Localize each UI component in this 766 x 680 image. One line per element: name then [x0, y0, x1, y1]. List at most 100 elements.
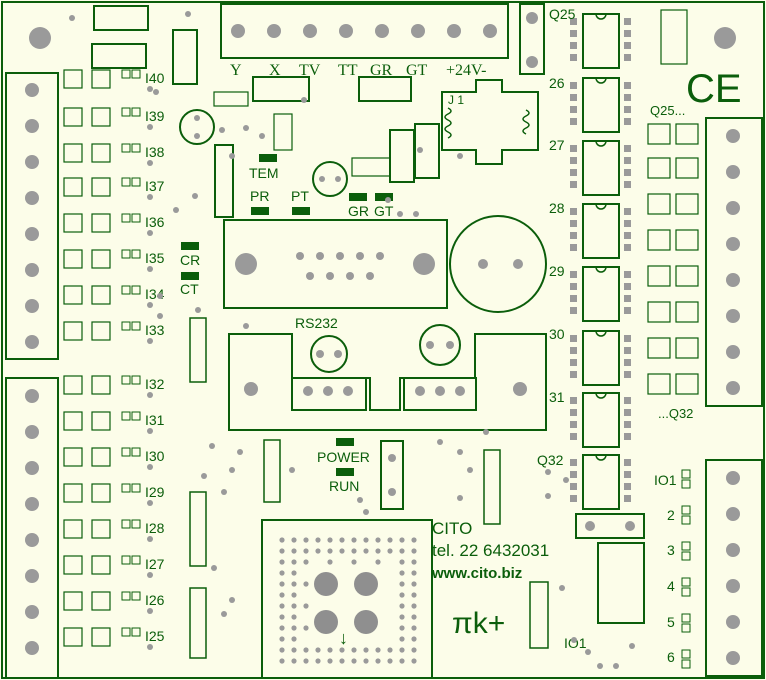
- via: [483, 429, 489, 435]
- smd-pad: [681, 505, 691, 515]
- socket-pin: [315, 658, 321, 664]
- smd-pad: [647, 373, 671, 395]
- via: [457, 153, 463, 159]
- smd-pad: [91, 177, 111, 197]
- socket-pin: [399, 658, 405, 664]
- terminal-pin: [25, 497, 39, 511]
- socket-pin: [363, 647, 369, 653]
- capacitor: [419, 324, 461, 366]
- smd-pad: [681, 577, 691, 587]
- smd-pad: [570, 181, 577, 188]
- smd-pad: [647, 337, 671, 359]
- terminal-pin: [25, 389, 39, 403]
- smd-pad: [121, 483, 131, 493]
- top-connector: [220, 3, 509, 59]
- smd-pad: [121, 285, 131, 295]
- smd-pad: [570, 271, 577, 278]
- via: [301, 97, 307, 103]
- io-label-5: 5: [667, 614, 675, 630]
- smd-pad: [121, 375, 131, 385]
- input-label: I30: [145, 448, 165, 464]
- terminal-pin: [25, 569, 39, 583]
- label-ct: CT: [180, 281, 199, 297]
- via: [597, 663, 603, 669]
- smd-pad: [570, 371, 577, 378]
- smd-pad: [675, 193, 699, 215]
- capacitor-large: [449, 215, 547, 313]
- via: [221, 611, 227, 617]
- top-connector-label-x: X: [269, 62, 281, 79]
- right-terminal-pins: [726, 129, 740, 665]
- smd-pad: [675, 123, 699, 145]
- socket-pin: [279, 559, 285, 565]
- smd-pad: [121, 249, 131, 259]
- smd-pad: [570, 169, 577, 176]
- smd-pad: [624, 397, 631, 404]
- smd-pad: [675, 301, 699, 323]
- smd-pad: [63, 177, 83, 197]
- socket-pin: [399, 625, 405, 631]
- smd-pad: [63, 411, 83, 431]
- socket-pin: [351, 537, 357, 543]
- smd-pad: [121, 107, 131, 117]
- terminal-pin: [726, 579, 740, 593]
- cpu-orientation-arrow: ↓: [339, 628, 348, 648]
- smd-pad: [63, 321, 83, 341]
- output-label-26: 26: [549, 75, 565, 91]
- socket-pin: [291, 581, 297, 587]
- smd-pad: [570, 495, 577, 502]
- socket-pin: [399, 592, 405, 598]
- socket-pin: [279, 537, 285, 543]
- terminal-pin: [25, 641, 39, 655]
- via: [363, 509, 369, 515]
- via: [69, 15, 75, 21]
- smd-pad: [624, 483, 631, 490]
- output-block-bottom-label: ...Q32: [658, 406, 693, 421]
- label-pt: PT: [291, 188, 309, 204]
- relay-marker: J 1: [448, 93, 464, 107]
- socket-pin: [387, 658, 393, 664]
- smd-pad: [570, 82, 577, 89]
- smd-pad: [570, 459, 577, 466]
- right-terminal-block-lower: [705, 459, 763, 677]
- via: [357, 497, 363, 503]
- connector-pin: [411, 24, 425, 38]
- via: [153, 89, 159, 95]
- left-terminal-pins: [25, 83, 39, 655]
- smd-pad: [681, 587, 691, 597]
- terminal-pin: [726, 309, 740, 323]
- optocoupler: [582, 77, 620, 133]
- socket-pin: [411, 548, 417, 554]
- via: [219, 127, 225, 133]
- io-bottom-label: IO1: [564, 635, 587, 651]
- smd-pad: [647, 157, 671, 179]
- smd-pad: [647, 265, 671, 287]
- socket-pin: [303, 603, 309, 609]
- smd-pad: [63, 375, 83, 395]
- smd-pad: [570, 157, 577, 164]
- led-run: [336, 468, 354, 476]
- via: [629, 643, 635, 649]
- smd-pad: [570, 409, 577, 416]
- output-column: [570, 13, 631, 510]
- db9-pin: [296, 252, 304, 260]
- terminal-pin: [25, 461, 39, 475]
- socket-pin: [291, 548, 297, 554]
- smd-pad: [91, 591, 111, 611]
- vias: [69, 11, 635, 669]
- via: [209, 443, 215, 449]
- terminal-pin: [726, 273, 740, 287]
- smd-pad: [681, 551, 691, 561]
- socket-pin: [363, 658, 369, 664]
- socket-pin: [279, 658, 285, 664]
- smd-pad: [63, 107, 83, 127]
- socket-pin: [375, 559, 381, 565]
- smd-pad: [63, 555, 83, 575]
- terminal-pin: [726, 381, 740, 395]
- input-label: I31: [145, 412, 165, 428]
- via: [211, 565, 217, 571]
- label-tem: TEM: [249, 165, 279, 181]
- smd-pad: [570, 145, 577, 152]
- smd-pad: [63, 519, 83, 539]
